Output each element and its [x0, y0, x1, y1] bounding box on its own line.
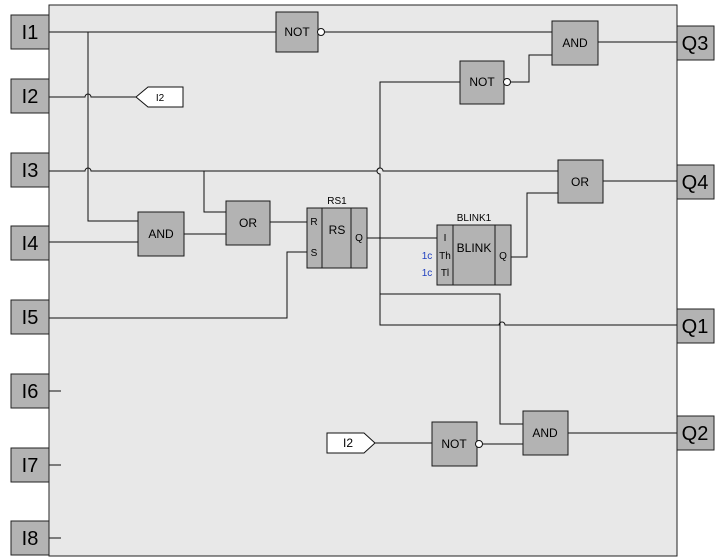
wire-rs-andq2 — [380, 293, 523, 425]
blink-pin-th: Th — [439, 251, 451, 262]
input-port-i4[interactable]: I4 — [10, 225, 50, 261]
input-label-i1: I1 — [22, 22, 39, 44]
gate-or-left-label: OR — [239, 216, 257, 230]
wire-notmid-and — [510, 54, 552, 83]
gate-or-q4-label: OR — [571, 175, 589, 189]
gate-or-q4[interactable]: OR — [557, 159, 604, 204]
inverter-bubble-icon — [475, 440, 483, 448]
input-label-i4: I4 — [22, 233, 39, 255]
blink-block-label: BLINK — [457, 241, 492, 255]
output-label-q2: Q2 — [682, 423, 709, 445]
gate-or-left[interactable]: OR — [225, 200, 271, 246]
gate-and-q2[interactable]: AND — [522, 410, 569, 456]
wire-i1-and — [87, 32, 138, 222]
wire-rs-notmid — [376, 81, 460, 238]
signal-flag-bottom-label: I2 — [343, 436, 353, 450]
gate-and-left-label: AND — [148, 227, 174, 241]
input-port-i3[interactable]: I3 — [10, 152, 50, 188]
gate-not-bottom-label: NOT — [441, 437, 467, 451]
wire-i2-flag — [49, 93, 136, 98]
gate-and-q3-label: AND — [562, 36, 588, 50]
input-port-i1[interactable]: I1 — [10, 14, 50, 50]
blink-block[interactable]: BLINK1 I Th Tl BLINK Q 1c 1c — [422, 213, 512, 286]
blink-pin-tl: Tl — [441, 268, 449, 279]
gate-not-mid[interactable]: NOT — [459, 60, 511, 105]
wire-blink-or — [511, 192, 558, 258]
output-port-q2[interactable]: Q2 — [676, 415, 715, 451]
signal-flag-top-label: I2 — [156, 93, 165, 104]
blink-block-name: BLINK1 — [457, 213, 492, 224]
inverter-bubble-icon — [503, 78, 511, 86]
rs-pin-q: Q — [355, 233, 363, 244]
input-label-i6: I6 — [22, 381, 39, 403]
wire-rs-q1 — [379, 238, 677, 326]
input-port-i2[interactable]: I2 — [10, 78, 50, 114]
gate-and-q3[interactable]: AND — [551, 20, 599, 66]
input-port-i5[interactable]: I5 — [10, 299, 50, 335]
signal-flag-top[interactable]: I2 — [135, 86, 184, 108]
input-label-i3: I3 — [22, 160, 39, 182]
blink-param-th: 1c — [422, 251, 433, 262]
diagram-canvas — [48, 4, 678, 557]
input-port-i8[interactable]: I8 — [10, 520, 50, 556]
rs-block-label: RS — [329, 223, 346, 237]
gate-not-top[interactable]: NOT — [275, 11, 325, 53]
blink-pin-i: I — [444, 233, 447, 244]
inverter-bubble-icon — [317, 28, 325, 36]
gate-not-bottom[interactable]: NOT — [431, 421, 483, 467]
input-label-i5: I5 — [22, 307, 39, 329]
input-port-i6[interactable]: I6 — [10, 373, 50, 409]
input-label-i8: I8 — [22, 528, 39, 550]
output-ports: Q3 Q4 Q1 Q2 — [676, 25, 715, 451]
rs-pin-r: R — [310, 217, 317, 228]
gate-not-top-label: NOT — [284, 25, 310, 39]
rs-pin-s: S — [311, 248, 318, 259]
output-port-q4[interactable]: Q4 — [676, 164, 715, 200]
rs-block-name: RS1 — [327, 196, 347, 207]
blink-param-tl: 1c — [422, 268, 433, 279]
output-port-q3[interactable]: Q3 — [676, 25, 715, 61]
rs-flipflop[interactable]: RS1 R S RS Q — [306, 196, 368, 269]
wire-i3-orleft — [203, 171, 226, 213]
gate-and-left[interactable]: AND — [137, 211, 185, 257]
gate-and-q2-label: AND — [532, 426, 558, 440]
input-label-i2: I2 — [22, 86, 39, 108]
wire-i5-rs — [49, 251, 307, 319]
input-ports: I1 I2 I3 I4 I5 I6 I7 I8 — [10, 14, 50, 556]
signal-flag-bottom[interactable]: I2 — [326, 432, 376, 454]
output-port-q1[interactable]: Q1 — [676, 308, 715, 344]
wire-i3-or — [49, 167, 558, 172]
gate-not-mid-label: NOT — [469, 75, 495, 89]
output-label-q3: Q3 — [682, 33, 709, 55]
input-port-i7[interactable]: I7 — [10, 447, 50, 483]
output-label-q1: Q1 — [682, 316, 709, 338]
input-label-i7: I7 — [22, 455, 39, 477]
blink-pin-q: Q — [499, 251, 507, 262]
wires — [49, 31, 677, 539]
output-label-q4: Q4 — [682, 172, 709, 194]
